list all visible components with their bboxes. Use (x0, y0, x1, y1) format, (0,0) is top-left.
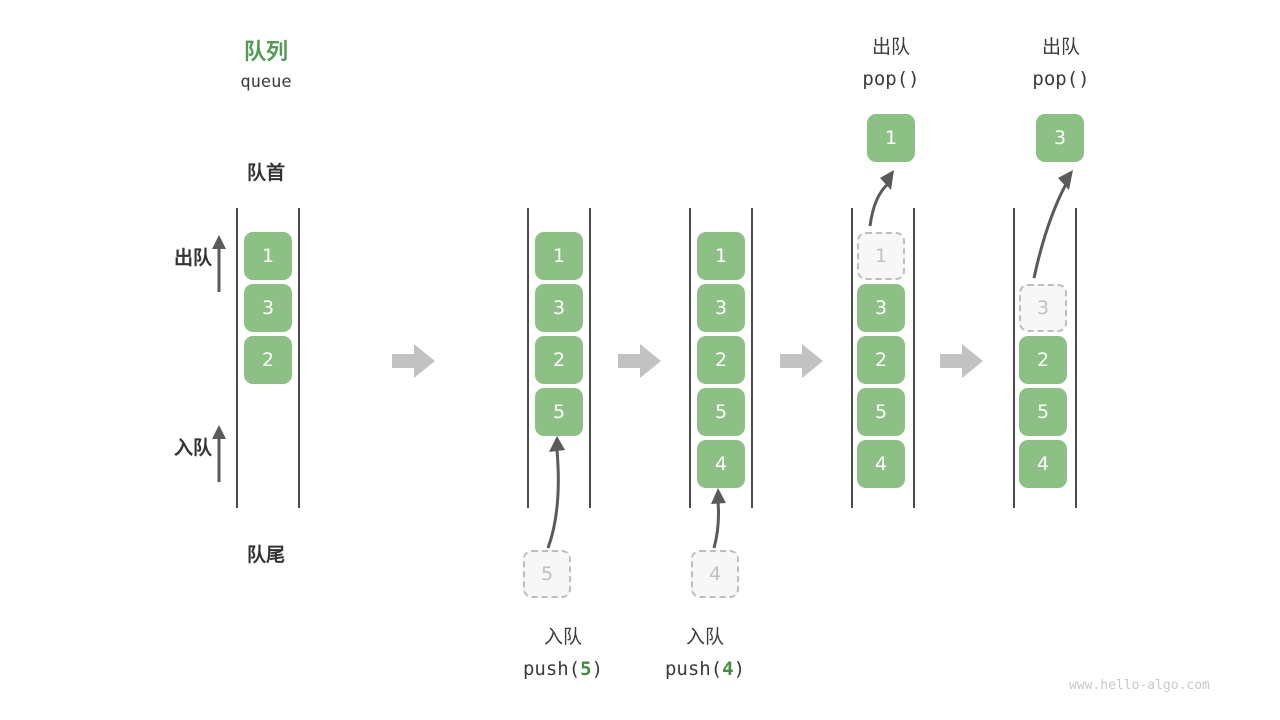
diagram-title-en: queue (240, 72, 292, 92)
stage-header-cn: 出队 (871, 36, 910, 58)
diagram-title-cn: 队列 (243, 40, 288, 65)
queue-cell: 2 (1019, 336, 1067, 384)
queue-rail-left (527, 208, 529, 508)
code-post: ) (591, 658, 604, 680)
dequeue-motion-arrow-icon (868, 170, 894, 227)
arrow-right-icon (780, 344, 823, 378)
stage-header-code: pop() (862, 68, 920, 90)
code-pre: push( (664, 658, 723, 680)
queue-cell: 3 (535, 284, 583, 332)
incoming-element: 4 (691, 550, 739, 598)
popped-element: 3 (1036, 114, 1084, 162)
incoming-element: 5 (523, 550, 571, 598)
queue-rail-right (589, 208, 591, 508)
dequeue-direction-label: 出队 (173, 247, 212, 269)
queue-cell: 3 (697, 284, 745, 332)
queue-cell-removed: 3 (1019, 284, 1067, 332)
enqueue-motion-arrow-icon (546, 436, 565, 549)
code-value: 4 (722, 658, 734, 680)
dequeue-direction-arrow-icon (212, 235, 226, 292)
stage-caption-code: push(4) (630, 658, 780, 680)
queue-cell: 5 (1019, 388, 1067, 436)
queue-rail-left (1013, 208, 1015, 508)
queue-cell: 2 (244, 336, 292, 384)
watermark: www.hello-algo.com (1069, 678, 1210, 693)
arrow-right-icon (392, 344, 435, 378)
queue-cell: 5 (697, 388, 745, 436)
enqueue-direction-label: 入队 (173, 437, 212, 459)
queue-cell: 2 (535, 336, 583, 384)
queue-rail-left (236, 208, 238, 508)
queue-cell: 5 (857, 388, 905, 436)
arrow-right-icon (618, 344, 661, 378)
code-post: ) (733, 658, 746, 680)
popped-element: 1 (867, 114, 915, 162)
queue-cell: 3 (244, 284, 292, 332)
queue-rail-left (851, 208, 853, 508)
queue-cell: 3 (857, 284, 905, 332)
code-pre: push( (522, 658, 581, 680)
queue-rail-right (298, 208, 300, 508)
stage-caption-code: push(5) (488, 658, 638, 680)
queue-cell-removed: 1 (857, 232, 905, 280)
queue-rail-left (689, 208, 691, 508)
queue-rail-right (1075, 208, 1077, 508)
dequeue-motion-arrow-icon (1032, 170, 1073, 279)
queue-cell: 4 (697, 440, 745, 488)
queue-cell: 2 (697, 336, 745, 384)
queue-cell: 4 (857, 440, 905, 488)
queue-tail-label: 队尾 (246, 544, 285, 566)
queue-rail-right (913, 208, 915, 508)
code-value: 5 (580, 658, 592, 680)
enqueue-motion-arrow-icon (711, 488, 726, 549)
stage-header-code: pop() (1032, 68, 1090, 90)
queue-cell: 1 (535, 232, 583, 280)
queue-cell: 1 (697, 232, 745, 280)
queue-cell: 2 (857, 336, 905, 384)
queue-cell: 5 (535, 388, 583, 436)
queue-cell: 1 (244, 232, 292, 280)
queue-cell: 4 (1019, 440, 1067, 488)
arrow-right-icon (940, 344, 983, 378)
stage-caption-cn: 入队 (543, 626, 582, 648)
enqueue-direction-arrow-icon (212, 425, 226, 482)
queue-head-label: 队首 (246, 162, 285, 184)
stage-header-cn: 出队 (1041, 36, 1080, 58)
queue-rail-right (751, 208, 753, 508)
stage-caption-cn: 入队 (685, 626, 724, 648)
